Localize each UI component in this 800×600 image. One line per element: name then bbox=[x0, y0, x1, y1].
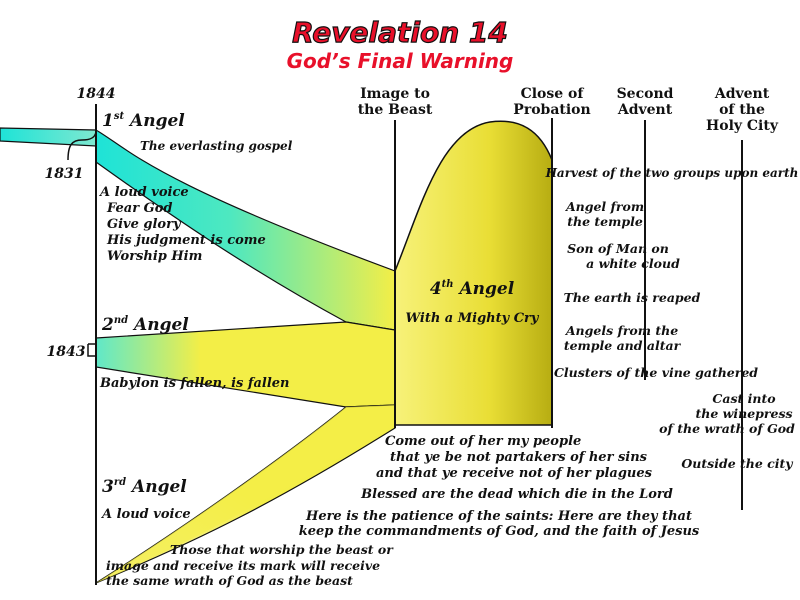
event-cast-1: Cast into bbox=[712, 391, 775, 406]
event-son-of-man-1: Son of Man on bbox=[567, 241, 669, 256]
event-angels-altar-1: Angels from the bbox=[565, 323, 678, 338]
fear-god: Fear God bbox=[106, 201, 172, 216]
close-probation-1: Close of bbox=[521, 86, 585, 102]
title: Revelation 14 bbox=[292, 16, 508, 49]
incoming-band bbox=[0, 127, 97, 147]
event-angel-temple-1: Angel from bbox=[565, 199, 644, 214]
subtitle: God’s Final Warning bbox=[287, 49, 514, 73]
year-1844: 1844 bbox=[77, 86, 116, 102]
first-loud-voice: A loud voice bbox=[98, 185, 189, 200]
close-probation-2: Probation bbox=[513, 102, 590, 118]
year-1843: 1843 bbox=[47, 344, 86, 360]
event-angel-temple-2: the temple bbox=[567, 214, 643, 229]
image-to-beast-2: the Beast bbox=[358, 102, 433, 118]
bracket-1843 bbox=[87, 343, 96, 357]
come-out-2: that ye be not partakers of her sins bbox=[390, 450, 648, 465]
warning-3: the same wrath of God as the beast bbox=[106, 573, 353, 588]
warning-1: Those that worship the beast or bbox=[170, 542, 394, 557]
babylon-fallen: Babylon is fallen, is fallen bbox=[99, 376, 290, 391]
third-angel-heading: 3rd Angel bbox=[102, 477, 187, 497]
third-loud-voice: A loud voice bbox=[100, 507, 191, 522]
fourth-angel-heading: 4th Angel bbox=[430, 279, 515, 299]
third-angel-fill bbox=[96, 405, 395, 583]
worship-him: Worship Him bbox=[107, 249, 202, 264]
event-harvest: Harvest of the two groups upon earth bbox=[545, 166, 799, 180]
event-angels-altar-2: temple and altar bbox=[564, 338, 682, 353]
holy-city-1: Advent bbox=[714, 86, 770, 102]
warning-2: image and receive its mark will receive bbox=[106, 558, 380, 573]
patience-1: Here is the patience of the saints: Here… bbox=[305, 509, 692, 524]
come-out-1: Come out of her my people bbox=[385, 434, 581, 449]
first-angel-heading: 1st Angel bbox=[102, 111, 185, 131]
come-out-3: and that ye receive not of her plagues bbox=[376, 466, 653, 481]
event-cast-2: the winepress bbox=[695, 406, 792, 421]
judgment-come: His judgment is come bbox=[106, 233, 266, 248]
fourth-angel-hill bbox=[394, 120, 553, 426]
event-outside-city: Outside the city bbox=[681, 456, 793, 471]
mighty-cry: With a Mighty Cry bbox=[406, 311, 540, 326]
blessed-dead: Blessed are the dead which die in the Lo… bbox=[360, 487, 673, 502]
second-advent-1: Second bbox=[617, 86, 674, 102]
second-advent-2: Advent bbox=[617, 102, 673, 118]
image-to-beast-1: Image to bbox=[360, 86, 430, 102]
holy-city-2: of the bbox=[719, 102, 765, 118]
event-reaped: The earth is reaped bbox=[564, 290, 701, 305]
give-glory: Give glory bbox=[107, 217, 182, 232]
bracket-1831 bbox=[67, 131, 97, 161]
everlasting-gospel: The everlasting gospel bbox=[140, 139, 293, 153]
event-cast-3: of the wrath of God bbox=[659, 421, 795, 436]
event-clusters: Clusters of the vine gathered bbox=[554, 365, 758, 380]
second-angel-heading: 2nd Angel bbox=[101, 315, 189, 335]
holy-city-3: Holy City bbox=[706, 118, 779, 134]
patience-2: keep the commandments of God, and the fa… bbox=[299, 524, 700, 539]
year-1831: 1831 bbox=[45, 166, 84, 182]
event-son-of-man-2: a white cloud bbox=[586, 256, 680, 271]
